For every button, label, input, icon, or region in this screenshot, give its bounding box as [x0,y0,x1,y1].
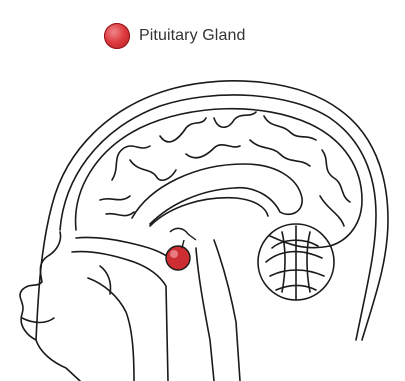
cerebrum-outline [76,109,362,248]
corpus-callosum [132,164,302,224]
skull-inner-outline [60,95,376,340]
pituitary-gland [166,228,196,270]
skull-outline [36,81,388,340]
face-profile [20,232,60,340]
corpus-callosum-inner [150,198,268,226]
brainstem-front [196,248,214,381]
brainstem [214,240,240,381]
